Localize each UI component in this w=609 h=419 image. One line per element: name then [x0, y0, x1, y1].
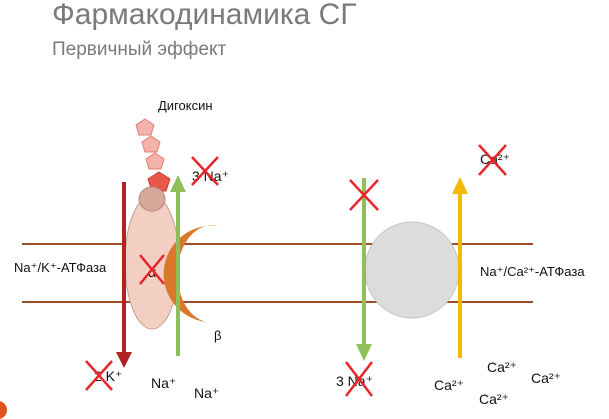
- drug-label: Дигоксин: [158, 98, 213, 113]
- ca-out-blocked-mark: [478, 144, 507, 176]
- ca-arrow-head: [452, 177, 468, 194]
- slide-corner-dot: [0, 401, 7, 419]
- alpha-blocked-mark: [139, 254, 165, 285]
- ca-in-label-3: Ca²⁺: [531, 370, 561, 386]
- binding-site: [138, 186, 166, 212]
- na-out-left-blocked-mark: [191, 156, 219, 186]
- right-pump-body: [364, 221, 460, 319]
- k-arrow-head: [116, 352, 132, 368]
- na-in-label-1: Na⁺: [151, 375, 176, 391]
- ca-in-label-4: Ca²⁺: [479, 391, 509, 407]
- na-in-label-2: Na⁺: [194, 385, 219, 401]
- k-in-left-blocked-mark: [85, 360, 113, 391]
- na-arrow-right-head: [356, 344, 372, 361]
- digoxin-sugar-3: [145, 152, 165, 170]
- beta-label: β: [214, 328, 221, 343]
- right-pump-label: Na⁺/Ca²⁺-АТФаза: [480, 264, 585, 279]
- na-arrow-left-head: [170, 175, 186, 192]
- slide-subtitle: Первичный эффект: [52, 39, 226, 60]
- digoxin-sugar-1: [135, 118, 155, 136]
- na-arrow-right-blocked-mark: [349, 179, 379, 211]
- left-pump-label: Na⁺/K⁺-АТФаза: [14, 260, 107, 275]
- ca-in-label-2: Ca²⁺: [487, 359, 517, 375]
- ca-in-label-1: Ca²⁺: [434, 377, 464, 393]
- digoxin-molecule: [135, 118, 171, 192]
- slide-title: Фармакодинамика СГ: [52, 0, 357, 31]
- na-in-right-blocked-mark: [345, 361, 373, 397]
- digoxin-sugar-2: [141, 135, 161, 153]
- alpha-label: α: [148, 264, 156, 280]
